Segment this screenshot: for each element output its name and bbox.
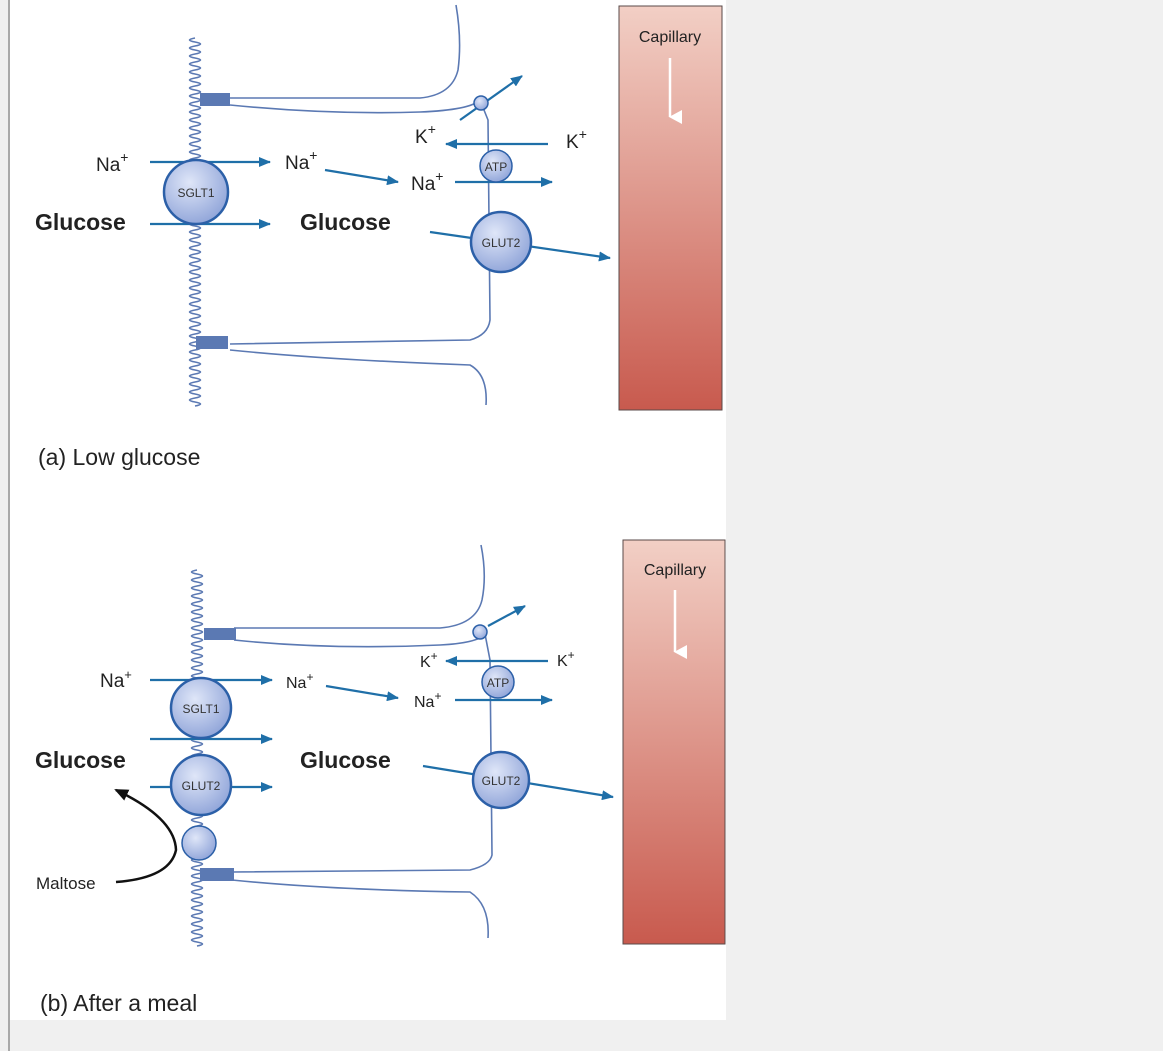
glucose-cell-label-b: Glucose [300, 747, 391, 773]
k-in-label-b: K+ [420, 649, 438, 671]
k-channel-arrow-a [459, 75, 523, 121]
maltose-label: Maltose [36, 874, 96, 893]
k-channel-a [473, 95, 489, 111]
caption-a: (a) Low glucose [38, 444, 200, 470]
sglt1-transporter-b [169, 676, 233, 740]
tight-junction-b-top [204, 628, 236, 640]
capillary-label-a: Capillary [639, 29, 701, 46]
na-lumen-label-a: Na+ [96, 149, 128, 176]
k-channel-b [472, 624, 488, 640]
glucose-cell-label-a: Glucose [300, 209, 391, 235]
na-cell-label-a: Na+ [285, 147, 317, 174]
k-channel-arrow-b [487, 605, 526, 627]
sglt1-label-b: SGLT1 [182, 702, 219, 716]
capillary-label-b: Capillary [644, 562, 706, 579]
atp-label-a: ATP [485, 160, 507, 174]
glut2-basal-label-b: GLUT2 [482, 774, 521, 788]
left-border [0, 0, 10, 1051]
atp-pump-a [479, 149, 513, 183]
panel-b: Capillary SGLT1 GLUT2 ATP GLUT2 Na+ Na+ … [35, 539, 726, 1016]
glut2-basal-label-a: GLUT2 [482, 236, 521, 250]
maltose-to-glucose-arrow [114, 788, 178, 884]
panel-a: Capillary SGLT1 ATP GLUT2 Na+ Na+ Na+ K+… [35, 4, 723, 470]
tight-junction-a-bottom [196, 336, 228, 349]
maltase-enzyme-b [181, 825, 217, 861]
na-cell-label-b: Na+ [286, 670, 313, 692]
na-pump-label-b: Na+ [414, 689, 441, 711]
cell-outline-a [207, 4, 491, 406]
tight-junction-a-top [200, 93, 230, 106]
k-in-label-a: K+ [415, 121, 436, 148]
glut2-basal-transporter-a [469, 210, 533, 274]
glucose-lumen-label-b: Glucose [35, 747, 126, 773]
cell-outline-b [231, 544, 493, 939]
atp-pump-b [481, 665, 515, 699]
na-arrow-cell-a [324, 168, 399, 186]
na-pump-label-a: Na+ [411, 168, 443, 195]
glut2-basal-transporter-b [471, 750, 531, 810]
glut2-apical-label-b: GLUT2 [182, 779, 221, 793]
k-out-label-a: K+ [566, 126, 587, 153]
sglt1-transporter-a [162, 158, 230, 226]
na-arrow-cell-b [325, 684, 399, 702]
glucose-lumen-label-a: Glucose [35, 209, 126, 235]
caption-b: (b) After a meal [40, 990, 197, 1016]
glut2-apical-transporter-b [169, 753, 233, 817]
na-lumen-label-b: Na+ [100, 667, 132, 692]
atp-label-b: ATP [487, 676, 509, 690]
k-out-label-b: K+ [557, 648, 575, 670]
tight-junction-b-bottom [200, 868, 234, 881]
figure-panel [10, 0, 726, 1020]
sglt1-label-a: SGLT1 [177, 186, 214, 200]
